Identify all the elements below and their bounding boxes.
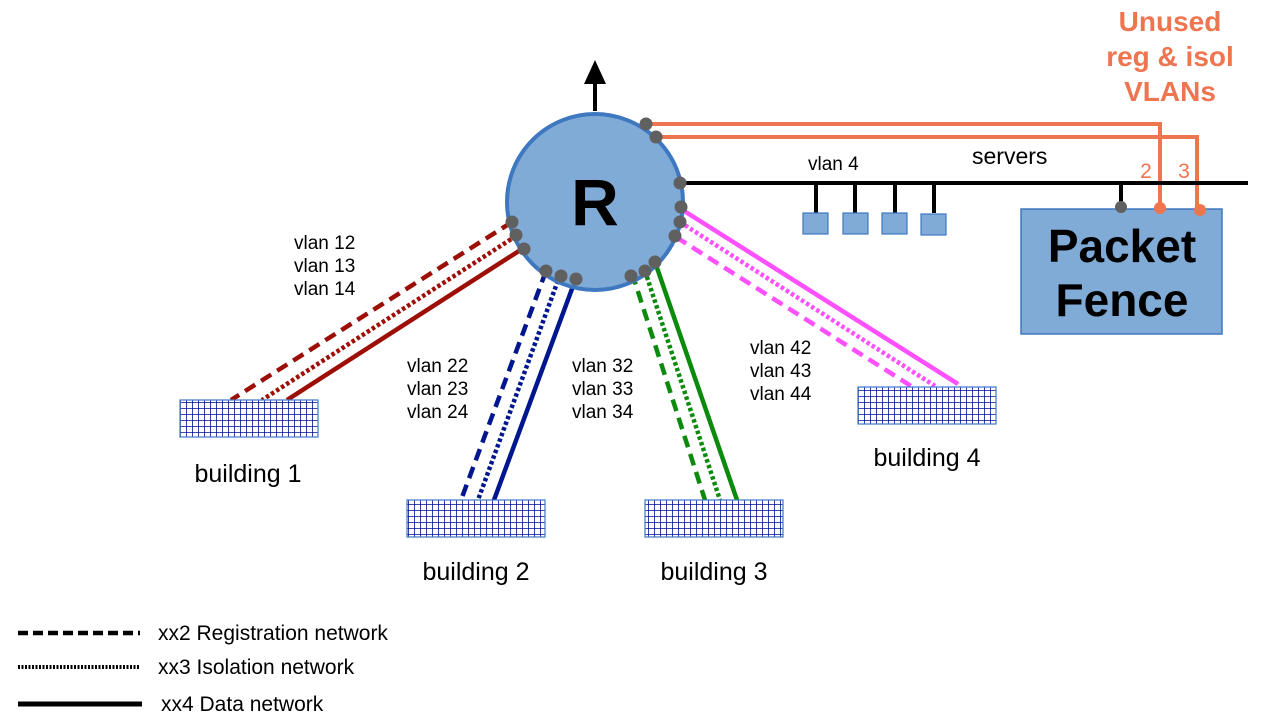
port-dot	[569, 272, 583, 286]
link-vlan-43-isolation	[678, 220, 937, 388]
port-dot	[638, 264, 652, 278]
packetfence-label-line2: Fence	[1056, 274, 1189, 326]
link-vlan-23-isolation	[475, 274, 563, 501]
building-3: building 3 vlan 32 vlan 33 vlan 34	[572, 356, 784, 586]
building-3-label: building 3	[660, 558, 767, 586]
vlan-label: vlan 34	[572, 402, 634, 423]
unused-note-line2: reg & isol	[1106, 41, 1234, 72]
packetfence-server	[1020, 208, 1223, 335]
vlan-label: vlan 13	[294, 256, 355, 277]
vlan-label: vlan 23	[407, 379, 468, 400]
servers-label: servers	[972, 143, 1047, 169]
port-dot-orange	[1194, 204, 1206, 216]
link-vlan-44-data	[679, 207, 960, 386]
vlan-4-label: vlan 4	[808, 154, 859, 175]
legend-data-label: xx4 Data network	[161, 693, 324, 716]
port-dot	[674, 200, 688, 214]
server-icon	[881, 212, 908, 235]
vlan-label: vlan 12	[294, 233, 355, 254]
servers-bus: vlan 4 servers	[682, 143, 1248, 236]
server-icon	[920, 213, 947, 236]
router-ports	[505, 117, 688, 286]
packetfence-label-line1: Packet	[1048, 220, 1196, 272]
building-1-links	[229, 220, 524, 402]
unused-reg-vlan-link	[646, 122, 1162, 208]
port-dot	[668, 229, 682, 243]
legend: xx2 Registration network xx3 Isolation n…	[18, 622, 388, 716]
port-dot	[509, 228, 523, 242]
port-dot	[673, 176, 687, 190]
port-dot	[517, 242, 531, 256]
port-dot	[539, 264, 553, 278]
building-1: building 1 vlan 12 vlan 13 vlan 14	[179, 233, 356, 488]
router-label: R	[571, 165, 619, 239]
building-2-links	[458, 270, 579, 501]
vlan-label: vlan 44	[750, 384, 812, 405]
building-1-icon	[179, 399, 319, 438]
vlan-label: vlan 33	[572, 379, 633, 400]
port-label-3: 3	[1178, 160, 1190, 183]
building-3-links	[629, 261, 740, 501]
building-1-label: building 1	[194, 460, 301, 488]
building-4: building 4 vlan 42 vlan 43 vlan 44	[750, 338, 997, 472]
unused-vlan-links	[646, 122, 1199, 208]
link-vlan-14-data	[285, 247, 524, 402]
link-vlan-33-isolation	[642, 270, 723, 501]
building-4-links	[674, 207, 960, 388]
legend-registration-label: xx2 Registration network	[158, 622, 388, 645]
link-vlan-32-registration	[629, 272, 708, 501]
port-dot	[554, 269, 568, 283]
port-dot	[649, 130, 663, 144]
port-dot	[648, 255, 662, 269]
server-icon	[842, 212, 869, 235]
building-2-icon	[406, 499, 546, 538]
link-vlan-42-registration	[674, 235, 913, 388]
link-vlan-34-data	[652, 261, 740, 501]
port-dot	[624, 269, 638, 283]
link-vlan-13-isolation	[260, 234, 518, 402]
link-vlan-24-data	[491, 277, 579, 501]
vlan-label: vlan 32	[572, 356, 633, 377]
building-2-label: building 2	[422, 558, 529, 586]
legend-isolation-label: xx3 Isolation network	[158, 656, 355, 679]
port-dot	[505, 215, 519, 229]
server-icon	[802, 212, 829, 235]
port-dot-orange	[1154, 202, 1166, 214]
packetfence-box: Packet Fence	[1020, 201, 1223, 335]
port-dot	[1115, 201, 1127, 213]
vlan-label: vlan 43	[750, 361, 811, 382]
unused-vlans-note: Unused reg & isol VLANs 2 3	[1106, 6, 1234, 183]
building-2: building 2 vlan 22 vlan 23 vlan 24	[406, 356, 546, 586]
unused-note-line1: Unused	[1119, 6, 1222, 37]
port-label-2: 2	[1140, 160, 1152, 183]
link-vlan-22-registration	[458, 270, 549, 501]
vlan-label: vlan 24	[407, 402, 469, 423]
building-3-icon	[644, 499, 784, 538]
building-4-icon	[857, 386, 997, 425]
link-vlan-12-registration	[229, 220, 514, 402]
router: R	[505, 112, 688, 292]
building-4-label: building 4	[873, 444, 980, 472]
unused-note-line3: VLANs	[1124, 76, 1216, 107]
vlan-label: vlan 22	[407, 356, 468, 377]
port-dot	[639, 117, 653, 131]
vlan-label: vlan 14	[294, 279, 356, 300]
arrow-up-icon	[584, 60, 606, 111]
unused-isol-vlan-link	[656, 135, 1199, 208]
vlan-label: vlan 42	[750, 338, 811, 359]
port-dot	[673, 215, 687, 229]
